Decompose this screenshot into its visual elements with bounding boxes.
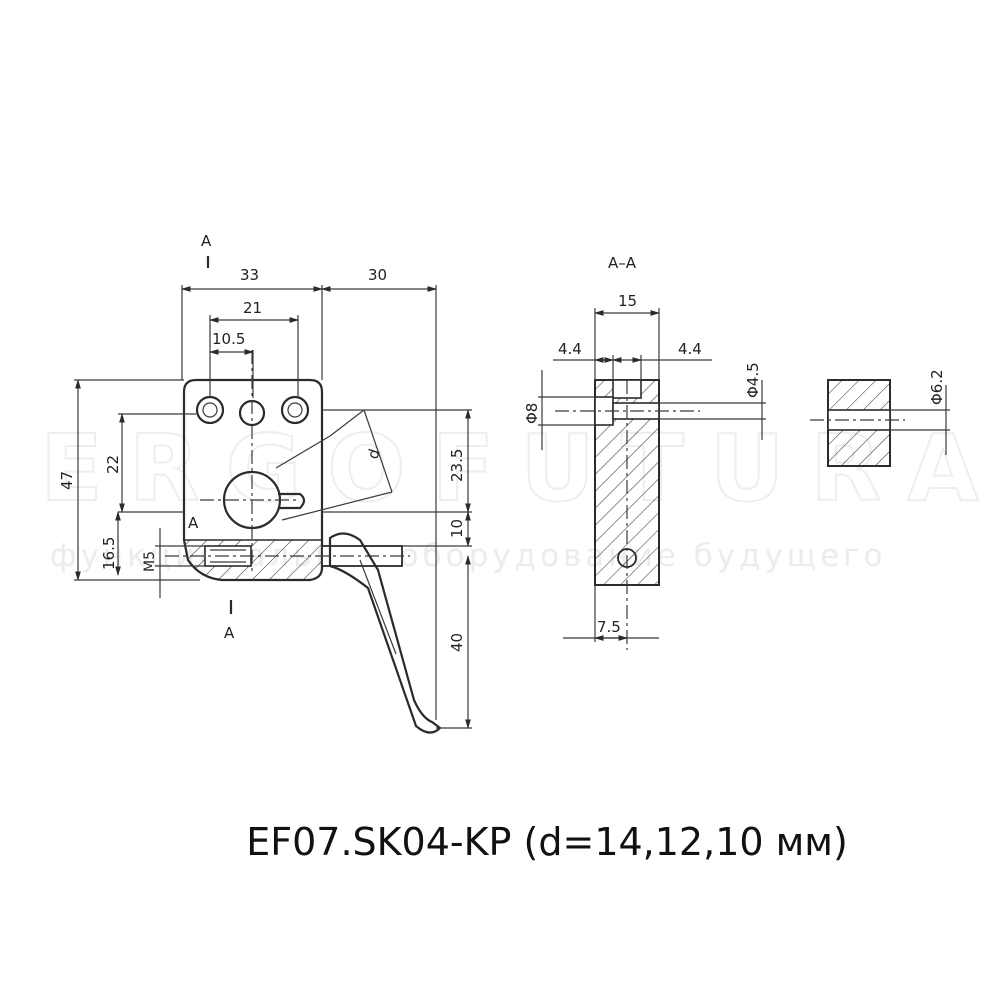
dim-21: 21 — [243, 299, 262, 317]
clamp-slot — [278, 492, 306, 510]
dim-30: 30 — [368, 266, 387, 284]
section-label-a-bottom: A — [224, 624, 235, 642]
mount-hole-left-inner — [202, 402, 218, 418]
mount-hole-right-inner — [287, 402, 303, 418]
dim-section-4-4-left: 4.4 — [558, 340, 582, 358]
dim-10-5: 10.5 — [212, 330, 245, 348]
dim-16-5: 16.5 — [100, 537, 118, 570]
dim-m5: M5 — [142, 551, 158, 572]
lever-handle[interactable] — [328, 532, 442, 734]
dim-22: 22 — [104, 455, 122, 474]
dim-33: 33 — [240, 266, 259, 284]
drawing-caption: EF07.SK04-KP (d=14,12,10 мм) — [0, 820, 1000, 864]
dim-23-5: 23.5 — [448, 449, 466, 482]
section-label-a-inner: A — [188, 514, 199, 532]
dim-detail-phi6-2: Φ6.2 — [928, 369, 946, 405]
front-view: A A A — [165, 232, 442, 734]
dim-section-15: 15 — [618, 292, 637, 310]
dim-47: 47 — [58, 471, 76, 490]
dim-section-4-4-right: 4.4 — [678, 340, 702, 358]
dim-40: 40 — [448, 633, 466, 652]
watermark-brand: ERGOFUTURA — [40, 415, 1000, 522]
mount-hole-left — [195, 395, 225, 425]
section-dimensions: 15 4.4 4.4 Φ8 Φ4.5 7.5 — [523, 292, 766, 642]
dim-10: 10 — [448, 519, 466, 538]
section-label-a-top: A — [201, 232, 212, 250]
front-dimensions: 33 30 21 10.5 47 22 16.5 M5 23.5 — [58, 266, 472, 729]
mount-hole-right — [280, 395, 310, 425]
caption-text: EF07.SK04-KP (d=14,12,10 мм) — [246, 820, 848, 864]
detail-view: Φ6.2 — [810, 369, 950, 467]
dim-section-7-5: 7.5 — [597, 618, 621, 636]
dim-section-phi8: Φ8 — [523, 403, 541, 424]
section-title: A–A — [608, 254, 637, 272]
dim-section-phi4-5: Φ4.5 — [744, 362, 762, 398]
section-view: A–A — [555, 254, 700, 650]
